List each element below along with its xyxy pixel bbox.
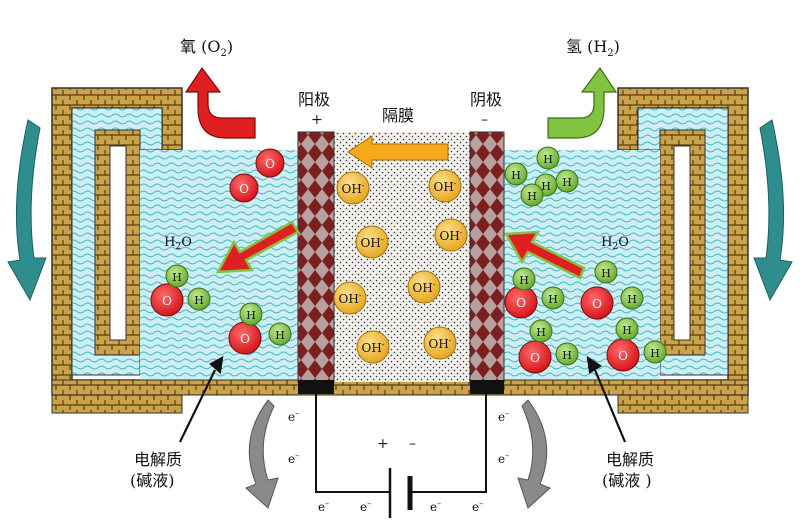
svg-text:OH-: OH- bbox=[360, 235, 383, 250]
svg-text:OH-: OH- bbox=[361, 340, 384, 355]
right-chamber-wall bbox=[617, 87, 749, 396]
electrolyte-right-label: 电解质 bbox=[606, 450, 654, 469]
left-molecules: O O H2O O H H O H H bbox=[150, 148, 292, 355]
svg-text:H: H bbox=[543, 153, 553, 166]
ion-flow-arrow-icon bbox=[347, 135, 449, 169]
oxygen-molecule: O O bbox=[229, 148, 285, 203]
svg-text:H: H bbox=[246, 309, 256, 322]
svg-text:H: H bbox=[527, 190, 537, 203]
hydroxide-ion: OH- bbox=[355, 225, 389, 259]
water-label-left: H2O bbox=[164, 235, 192, 252]
svg-text:O: O bbox=[239, 182, 249, 196]
svg-text:H: H bbox=[536, 326, 546, 339]
anode-label: 阳极 bbox=[298, 90, 330, 109]
membrane-label: 隔膜 bbox=[382, 106, 414, 125]
water-molecule: O H H bbox=[228, 302, 292, 355]
svg-text:H: H bbox=[548, 293, 558, 306]
right-gray-arrow-icon bbox=[517, 399, 551, 509]
bottom-channel bbox=[51, 379, 749, 396]
svg-text:O: O bbox=[240, 332, 250, 346]
svg-text:OH-: OH- bbox=[338, 291, 361, 306]
hydroxide-ion: OH- bbox=[434, 218, 468, 252]
hydrogen-outlet-arrow-icon bbox=[547, 66, 618, 139]
hydroxide-ion: OH- bbox=[407, 270, 441, 304]
hydrogen-molecule: H H bbox=[504, 146, 560, 186]
water-label-right: H2O bbox=[601, 235, 629, 252]
water-molecule: O H H bbox=[580, 260, 644, 320]
cathode-sign: – bbox=[481, 112, 488, 128]
hydroxide-ions: OH- OH- OH- OH- OH- OH- OH- OH- bbox=[333, 169, 468, 364]
svg-text:e–: e– bbox=[472, 499, 483, 514]
electron-labels: e– e– e– e– e– e– e– e– bbox=[288, 409, 509, 514]
svg-text:OH-: OH- bbox=[433, 179, 456, 194]
svg-text:O: O bbox=[530, 351, 540, 365]
svg-text:O: O bbox=[516, 296, 526, 310]
svg-text:OH-: OH- bbox=[412, 280, 435, 295]
svg-text:e–: e– bbox=[288, 409, 299, 424]
svg-text:H: H bbox=[650, 347, 660, 360]
right-teal-arrow-icon bbox=[753, 119, 793, 302]
svg-text:e–: e– bbox=[498, 451, 509, 466]
svg-text:H: H bbox=[627, 293, 637, 306]
electrolyte-pointers bbox=[179, 355, 627, 443]
svg-text:H: H bbox=[601, 267, 611, 280]
water-molecule: O H H bbox=[504, 267, 565, 319]
right-reaction-arrow-icon bbox=[503, 230, 586, 280]
battery-plus: + bbox=[377, 436, 389, 452]
left-electrolyte bbox=[140, 150, 300, 380]
hydroxide-ion: OH- bbox=[428, 169, 462, 203]
svg-text:H: H bbox=[622, 324, 632, 337]
svg-text:H: H bbox=[275, 329, 285, 342]
oxygen-outlet-arrow-icon bbox=[184, 66, 256, 139]
left-reaction-arrow-icon bbox=[215, 220, 300, 274]
oxygen-gas-label: 氧 (O2) bbox=[180, 37, 233, 59]
svg-text:H: H bbox=[562, 176, 572, 189]
external-circuit bbox=[315, 394, 487, 518]
cathode-electrode bbox=[469, 131, 505, 394]
water-molecule: O H H bbox=[150, 264, 211, 317]
water-molecule: O H H bbox=[518, 319, 579, 374]
svg-text:H: H bbox=[519, 274, 529, 287]
hydroxide-ion: OH- bbox=[333, 281, 367, 315]
svg-text:e–: e– bbox=[498, 409, 509, 424]
electrolyte-right-note: (碱液 ) bbox=[602, 471, 652, 490]
anode-sign: + bbox=[311, 112, 323, 128]
cathode-label: 阴极 bbox=[470, 90, 502, 109]
svg-text:H: H bbox=[562, 349, 572, 362]
svg-text:e–: e– bbox=[360, 499, 371, 514]
anode-electrode bbox=[297, 131, 335, 394]
hydrogen-gas-label: 氢 (H2) bbox=[566, 37, 620, 59]
svg-text:H: H bbox=[172, 271, 182, 284]
svg-text:O: O bbox=[618, 349, 628, 363]
left-gray-arrow-icon bbox=[245, 399, 279, 509]
svg-text:OH-: OH- bbox=[439, 228, 462, 243]
svg-text:e–: e– bbox=[288, 451, 299, 466]
svg-text:OH-: OH- bbox=[428, 336, 451, 351]
svg-text:H: H bbox=[511, 169, 521, 182]
hydroxide-ion: OH- bbox=[336, 171, 370, 205]
hydroxide-ion: OH- bbox=[423, 326, 457, 360]
right-molecules: H H H H H H2O O H H O H H O H H O H H bbox=[504, 146, 667, 374]
battery-minus: – bbox=[409, 436, 416, 452]
left-teal-arrow-icon bbox=[7, 119, 47, 302]
svg-text:O: O bbox=[162, 294, 172, 308]
hydrogen-molecule: H bbox=[520, 183, 544, 207]
svg-text:H: H bbox=[541, 180, 551, 193]
svg-text:O: O bbox=[592, 297, 602, 311]
electrolyte-left-note: (碱液) bbox=[130, 471, 175, 490]
water-molecule: O H H bbox=[606, 317, 667, 372]
svg-text:OH-: OH- bbox=[341, 181, 364, 196]
svg-text:e–: e– bbox=[430, 499, 441, 514]
left-chamber-wall bbox=[51, 87, 183, 396]
hydroxide-ion: OH- bbox=[356, 330, 390, 364]
electrolyte-left-label: 电解质 bbox=[134, 450, 182, 469]
svg-text:e–: e– bbox=[318, 499, 329, 514]
svg-text:O: O bbox=[265, 157, 275, 171]
svg-text:H: H bbox=[194, 294, 204, 307]
